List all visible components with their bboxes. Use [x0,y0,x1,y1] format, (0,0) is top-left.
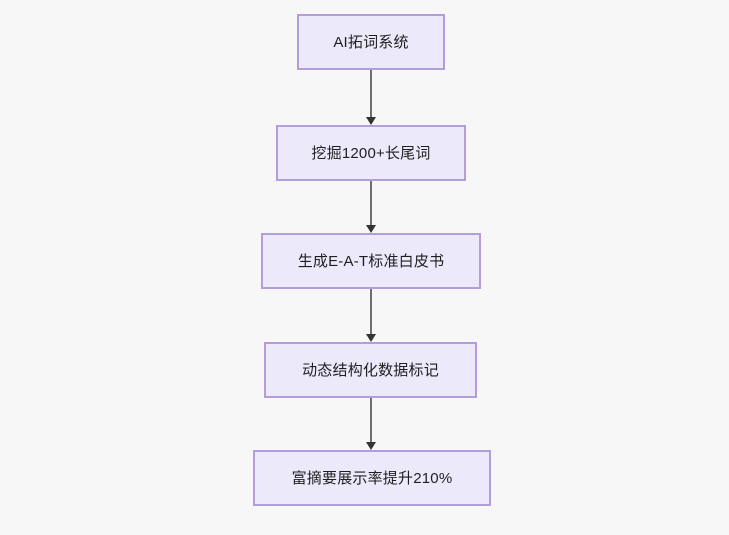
flow-node-rich-snippet-result[interactable]: 富摘要展示率提升210% [253,450,491,506]
connector-line [370,181,372,225]
arrow-down-icon [366,117,376,125]
arrow-down-icon [366,225,376,233]
flow-node-longtail-keywords[interactable]: 挖掘1200+长尾词 [276,125,466,181]
flow-node-label: 动态结构化数据标记 [302,361,439,379]
connector-line [370,398,372,442]
flow-node-ai-keyword-system[interactable]: AI拓词系统 [297,14,445,70]
flow-node-label: AI拓词系统 [333,33,409,51]
flow-node-label: 富摘要展示率提升210% [291,469,453,487]
flow-node-eat-whitepaper[interactable]: 生成E-A-T标准白皮书 [261,233,481,289]
arrow-down-icon [366,334,376,342]
connector-line [370,289,372,334]
flow-node-label: 挖掘1200+长尾词 [311,144,431,162]
arrow-down-icon [366,442,376,450]
connector-line [370,70,372,117]
flow-node-structured-data-markup[interactable]: 动态结构化数据标记 [264,342,477,398]
flow-node-label: 生成E-A-T标准白皮书 [297,252,445,270]
